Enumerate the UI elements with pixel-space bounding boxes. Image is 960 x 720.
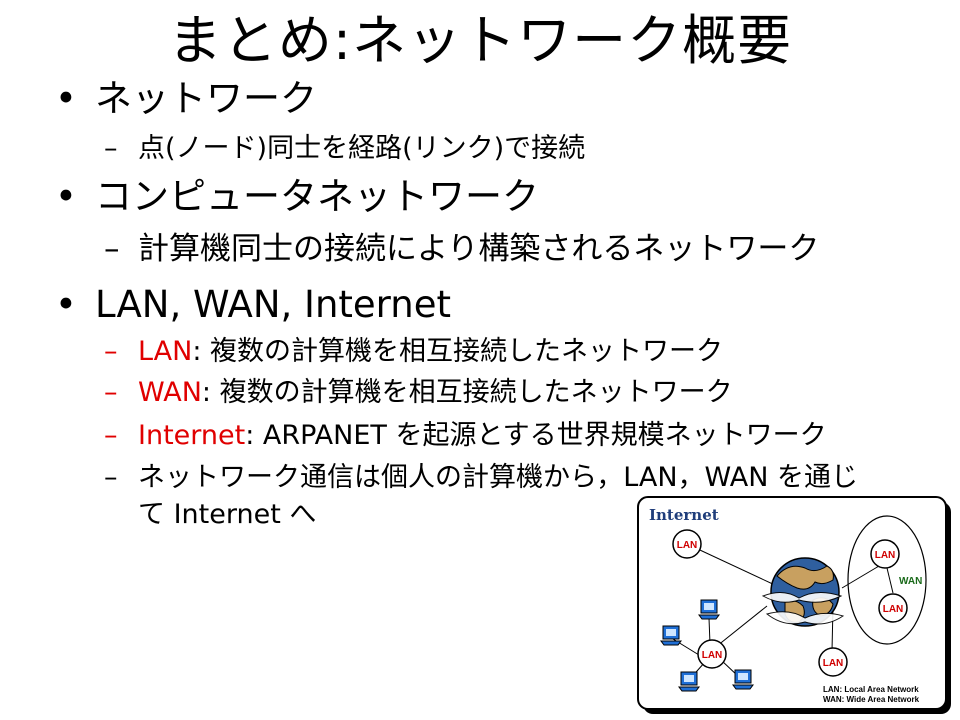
- sub-bullet-wan: –WAN: 複数の計算機を相互接続したネットワーク: [104, 375, 733, 411]
- bullet-marker: •: [55, 283, 77, 326]
- lan-label: LAN: [883, 604, 904, 615]
- term-internet: Internet: [138, 420, 246, 451]
- sub-text: : 複数の計算機を相互接続したネットワーク: [201, 377, 733, 408]
- sub-bullet-communication: –ネットワーク通信は個人の計算機から，LAN，WAN を通じ: [104, 460, 858, 496]
- sub-bullet-network-def: –点(ノード)同士を経路(リンク)で接続: [104, 131, 585, 167]
- bullet-marker: •: [55, 175, 77, 218]
- dash-marker: –: [104, 377, 118, 408]
- link: [886, 567, 894, 594]
- lan-label: LAN: [677, 540, 698, 551]
- sub-bullet-computer-network-def: –計算機同士の接続により構築されるネットワーク: [104, 229, 819, 269]
- bullet-text: LAN, WAN, Internet: [95, 283, 451, 326]
- lan-label: LAN: [702, 650, 723, 661]
- dash-marker: –: [104, 336, 118, 367]
- bullet-marker: •: [55, 77, 77, 120]
- dash-marker: –: [104, 133, 118, 164]
- bullet-text: コンピュータネットワーク: [95, 175, 539, 218]
- wan-lan-node-top: LAN: [870, 539, 900, 569]
- legend-lan: LAN: Local Area Network: [823, 685, 919, 694]
- bullet-lan-wan-internet: • LAN, WAN, Internet: [55, 282, 451, 328]
- globe-icon: [761, 557, 845, 627]
- sub-text: : 複数の計算機を相互接続したネットワーク: [192, 336, 724, 367]
- lan-label: LAN: [823, 658, 844, 669]
- wan-label: WAN: [899, 576, 922, 587]
- sub-text-line1: ネットワーク通信は個人の計算機から，LAN，WAN を通じ: [138, 462, 858, 493]
- sub-bullet-internet: –Internet: ARPANET を起源とする世界規模ネットワーク: [104, 418, 827, 454]
- computer-icon: [698, 599, 720, 620]
- bullet-computer-network: • コンピュータネットワーク: [55, 174, 539, 220]
- bullet-network: • ネットワーク: [55, 76, 317, 122]
- wan-boundary: [847, 515, 927, 645]
- diagram-heading: Internet: [649, 506, 719, 524]
- sub-text: 点(ノード)同士を経路(リンク)で接続: [138, 133, 586, 164]
- term-lan: LAN: [138, 336, 193, 367]
- computer-icon: [732, 669, 754, 690]
- bullet-text: ネットワーク: [95, 77, 317, 120]
- computer-icon: [678, 671, 700, 692]
- computer-icon: [660, 625, 682, 646]
- lan-node-bottom-right: LAN: [818, 647, 848, 677]
- lan-node-top-left: LAN: [672, 529, 702, 559]
- network-diagram-svg: Internet LAN: [637, 496, 951, 714]
- dash-marker: –: [104, 231, 120, 267]
- sub-text: 計算機同士の接続により構築されるネットワーク: [138, 231, 820, 267]
- sub-bullet-communication-line2: て Internet へ: [138, 499, 317, 530]
- link: [686, 543, 778, 587]
- wan-lan-node-bottom: LAN: [878, 593, 908, 623]
- dash-marker: –: [104, 420, 118, 451]
- dash-marker: –: [104, 462, 118, 493]
- lan-label: LAN: [875, 550, 896, 561]
- network-diagram: Internet LAN: [637, 496, 953, 716]
- term-wan: WAN: [138, 377, 202, 408]
- sub-bullet-lan: –LAN: 複数の計算機を相互接続したネットワーク: [104, 334, 723, 370]
- lan-node-bottom-left: LAN: [697, 639, 727, 669]
- slide-title: まとめ:ネットワーク概要: [167, 9, 793, 72]
- legend-wan: WAN: Wide Area Network: [823, 695, 920, 704]
- sub-text: : ARPANET を起源とする世界規模ネットワーク: [245, 420, 827, 451]
